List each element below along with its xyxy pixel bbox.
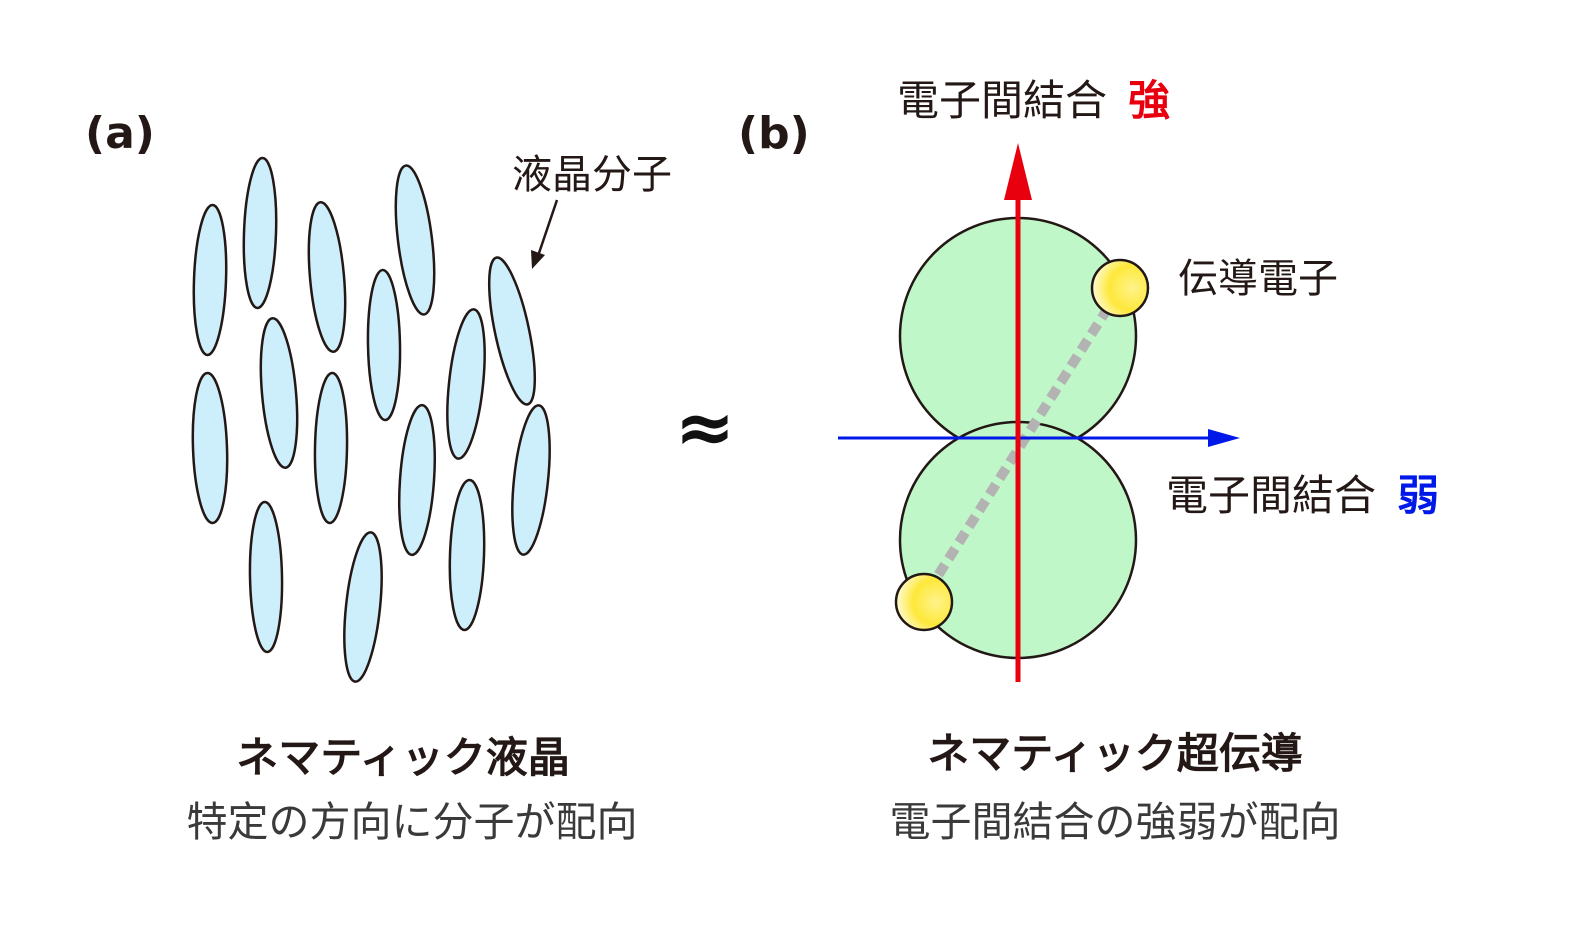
strong-axis-arrowhead	[1004, 143, 1032, 200]
panel-a-title: ネマティック液晶	[236, 733, 569, 782]
panel-a: (a) 液晶分子 ネマティック液晶 特定の方向に分子が配向	[85, 108, 672, 846]
lc-molecule	[398, 403, 436, 557]
lc-molecule	[313, 371, 349, 525]
panel-a-label: (a)	[85, 108, 155, 159]
horizontal-axis-strength: 弱	[1397, 471, 1439, 520]
vertical-axis-label: 電子間結合	[897, 76, 1107, 125]
liquid-crystal-molecules	[191, 156, 551, 683]
lc-molecule-label: 液晶分子	[512, 152, 672, 198]
vertical-axis-strength: 強	[1128, 76, 1170, 125]
lc-molecule	[242, 156, 278, 310]
horizontal-axis-label: 電子間結合	[1166, 471, 1376, 520]
lc-molecule	[191, 371, 229, 525]
panel-a-subtitle: 特定の方向に分子が配向	[187, 798, 638, 846]
lc-molecule	[343, 531, 383, 683]
vertical-axis-title: 電子間結合 強	[897, 76, 1170, 125]
lc-molecule	[511, 404, 551, 556]
weak-axis-arrowhead	[1208, 429, 1240, 447]
lc-molecule	[248, 500, 284, 654]
approx-symbol: ≈	[675, 385, 735, 469]
electron-label: 伝導電子	[1178, 256, 1338, 302]
panel-b-subtitle: 電子間結合の強弱が配向	[890, 798, 1341, 846]
horizontal-axis-title: 電子間結合 弱	[1166, 471, 1439, 520]
electron-pair-line	[925, 305, 1113, 591]
lc-molecule-pointer	[531, 199, 559, 269]
strong-axis	[1004, 143, 1032, 682]
panel-b-label: (b)	[738, 108, 810, 159]
lc-molecule	[487, 256, 537, 406]
conduction-electron-lower	[894, 572, 954, 632]
lc-molecule	[446, 308, 486, 460]
lc-molecule	[259, 317, 299, 469]
lc-molecule	[448, 478, 486, 632]
lc-molecule	[307, 201, 347, 353]
lc-molecule	[192, 203, 228, 357]
conduction-electron-upper	[1090, 258, 1150, 318]
panel-b: (b) 電子間結合 強 伝導電子 電子間結合 弱	[738, 76, 1439, 846]
lc-molecule	[366, 268, 402, 422]
weak-axis	[838, 429, 1240, 447]
panel-b-title: ネマティック超伝導	[927, 729, 1302, 778]
lc-molecule	[394, 164, 436, 316]
